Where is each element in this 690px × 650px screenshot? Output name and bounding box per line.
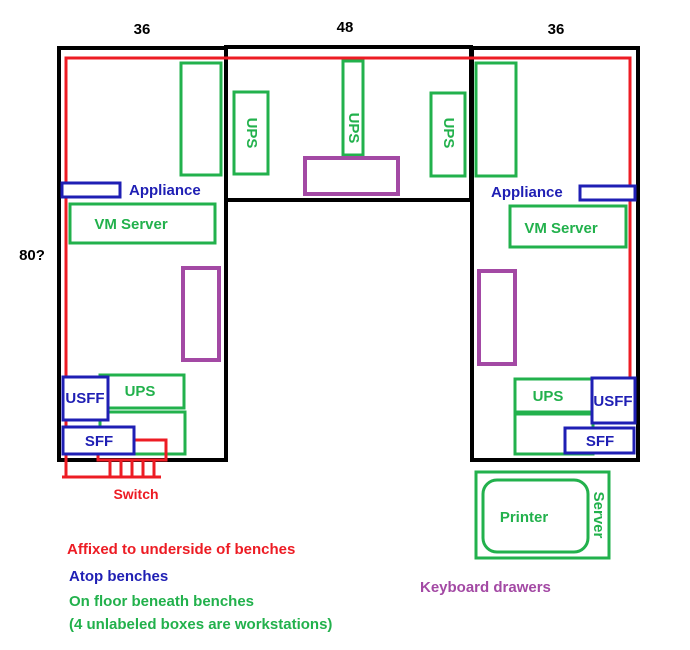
sff-label-left: SFF bbox=[85, 433, 113, 450]
switch-label: Switch bbox=[113, 486, 158, 502]
vm-server-box-right bbox=[508, 204, 628, 249]
underside-outline bbox=[64, 56, 632, 432]
sff-label-right: SFF bbox=[586, 433, 614, 450]
usff-box-right bbox=[590, 376, 637, 425]
vm-server-label-left: VM Server bbox=[94, 216, 168, 233]
left-width-label: 36 bbox=[134, 21, 151, 38]
sff-box-left bbox=[61, 425, 136, 456]
legend-blue: Atop benches bbox=[69, 568, 168, 585]
legend-purple: Keyboard drawers bbox=[420, 579, 551, 596]
printer-label: Printer bbox=[500, 509, 549, 526]
ups-label-right: UPS bbox=[533, 388, 564, 405]
usff-label-right: USFF bbox=[593, 393, 632, 410]
server-box bbox=[474, 470, 611, 560]
right-width-label: 36 bbox=[548, 21, 565, 38]
keyboard-drawer-right bbox=[477, 269, 517, 366]
ups-box-middle-left bbox=[232, 90, 270, 176]
ups-label-middle-right: UPS bbox=[440, 118, 457, 149]
server-label: Server bbox=[590, 492, 607, 539]
appliance-label-left: Appliance bbox=[129, 182, 201, 199]
ups-label-left: UPS bbox=[125, 383, 156, 400]
ups-box-middle-right bbox=[429, 91, 467, 178]
ups-label-middle-center: UPS bbox=[345, 113, 362, 144]
ups-label-middle-left: UPS bbox=[243, 118, 260, 149]
keyboard-drawer-left bbox=[181, 266, 221, 362]
workstation-box-left bbox=[179, 61, 223, 177]
appliance-label-right: Appliance bbox=[491, 184, 563, 201]
workstation-box-right bbox=[474, 61, 518, 178]
legend-green-note: (4 unlabeled boxes are workstations) bbox=[69, 616, 332, 633]
appliance-box-right bbox=[578, 184, 637, 202]
depth-label: 80? bbox=[19, 247, 45, 264]
middle-width-label: 48 bbox=[337, 19, 354, 36]
vm-server-label-right: VM Server bbox=[524, 220, 598, 237]
printer-box bbox=[481, 478, 590, 554]
usff-box-left bbox=[61, 375, 110, 422]
usff-label-left: USFF bbox=[65, 390, 104, 407]
ups-box-middle-center bbox=[341, 59, 365, 157]
sff-box-right bbox=[563, 426, 636, 455]
appliance-box-left bbox=[60, 181, 122, 199]
keyboard-drawer-middle bbox=[303, 156, 400, 196]
bench-right bbox=[470, 46, 640, 462]
vm-server-box-left bbox=[68, 202, 217, 245]
legend-red: Affixed to underside of benches bbox=[67, 541, 295, 558]
legend-green: On floor beneath benches bbox=[69, 593, 254, 610]
